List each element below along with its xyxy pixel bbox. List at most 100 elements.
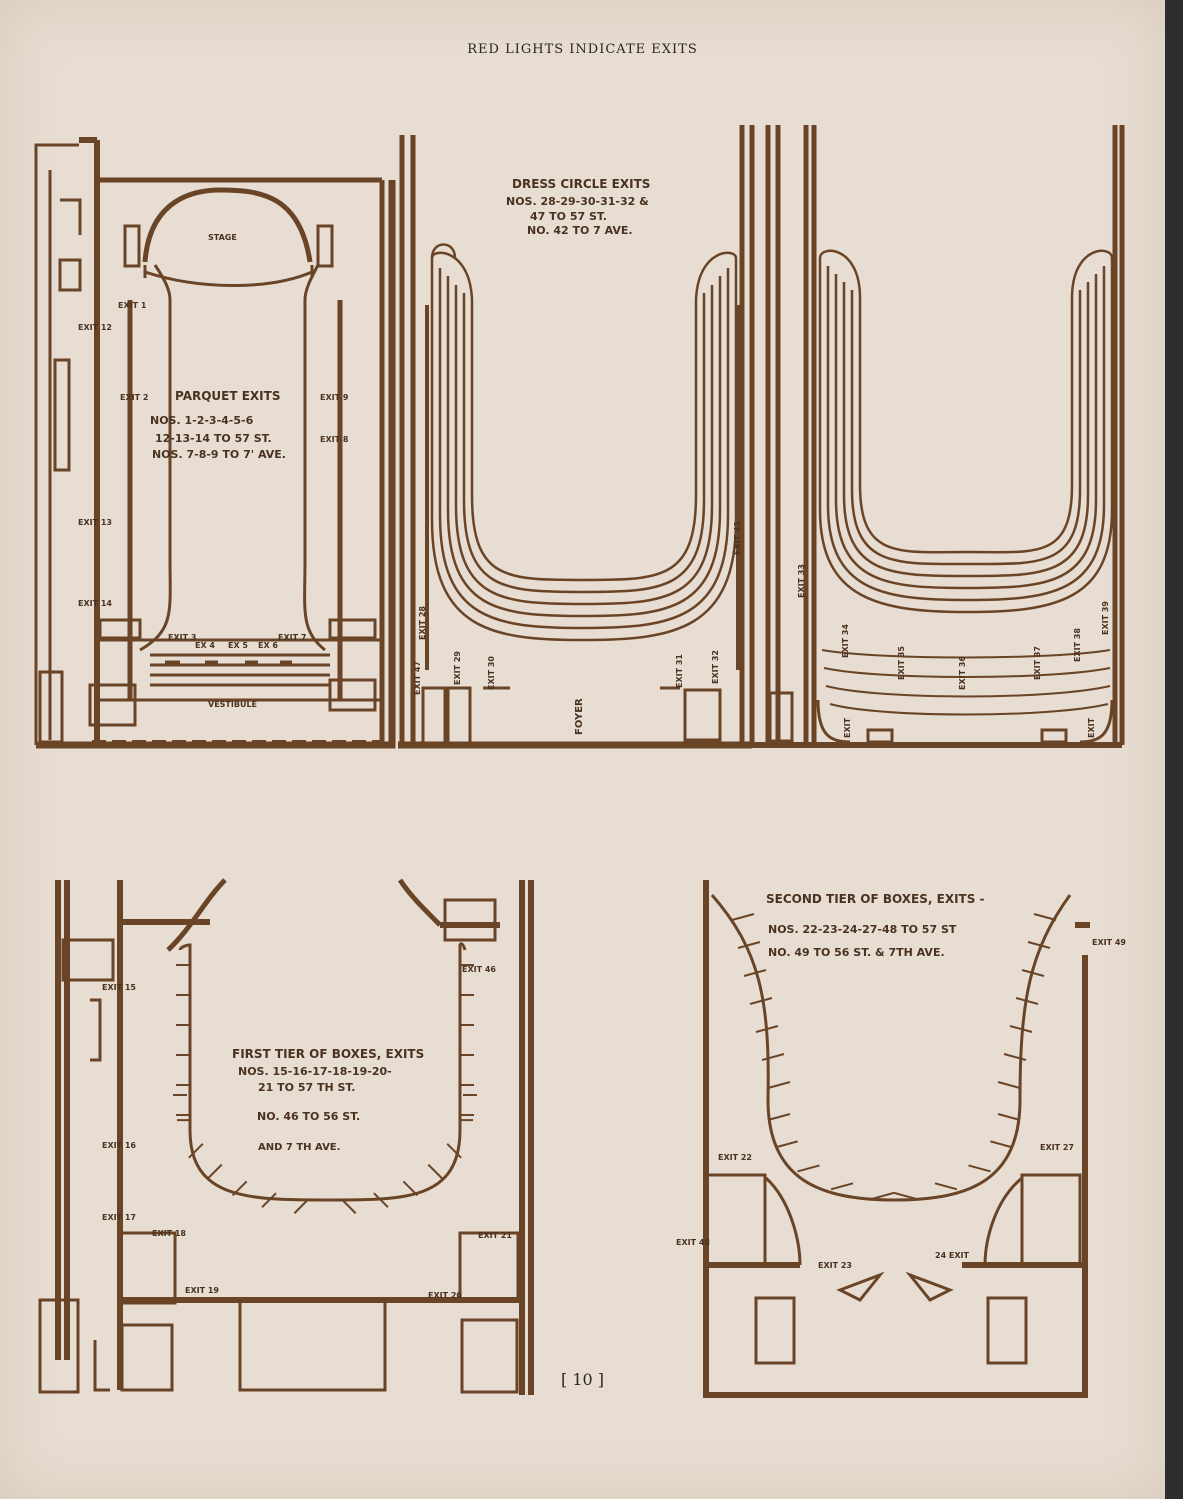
exit-31-label: EXIT 31	[675, 654, 684, 688]
box-partition	[767, 1081, 791, 1089]
page-header: RED LIGHTS INDICATE EXITS	[467, 42, 698, 57]
box-partition	[402, 1180, 419, 1197]
exit-34-label: EXIT 34	[841, 624, 850, 658]
exit-6-label: EX 6	[258, 641, 278, 650]
box-partition	[1027, 941, 1051, 949]
first-tier-line1: NOS. 15-16-17-18-19-20-	[238, 1065, 392, 1078]
first-tier-title: FIRST TIER OF BOXES, EXITS	[232, 1047, 424, 1061]
first-tier-plan: FIRST TIER OF BOXES, EXITS NOS. 15-16-17…	[38, 878, 534, 1395]
box-partition	[990, 1140, 1013, 1149]
parquet-title: PARQUET EXITS	[175, 389, 280, 403]
box-partition	[1015, 997, 1039, 1005]
exit-48-label: EXIT 48	[676, 1238, 710, 1247]
exit-30-label: EXIT 30	[487, 656, 496, 690]
box-partition	[737, 941, 761, 949]
exit-22-label: EXIT 22	[718, 1153, 752, 1162]
exit-2-label: EXIT 2	[120, 393, 148, 402]
exit-39-label: EXIT 39	[1101, 601, 1110, 635]
exit-18-label: EXIT 18	[152, 1229, 186, 1238]
box-partition	[446, 1143, 462, 1159]
first-tier-line4: AND 7 TH AVE.	[258, 1142, 340, 1153]
exit-49-label: EXIT 49	[1092, 938, 1126, 947]
exit-21-label: EXIT 21	[478, 1231, 512, 1240]
box-partition	[893, 1191, 917, 1200]
exit-38-label: EXIT 38	[1073, 628, 1082, 662]
box-partition	[997, 1081, 1021, 1089]
balcony-plan: EXIT 33 EXIT 34 EXIT 35 EXIT 36 EXIT 37 …	[752, 125, 1125, 748]
dress-circle-line1: NOS. 28-29-30-31-32 &	[506, 195, 649, 208]
exit-13-label: EXIT 13	[78, 518, 112, 527]
box-partition	[755, 1025, 779, 1033]
box-partition	[871, 1191, 895, 1200]
parquet-plan: STAGE VESTIBULE PARQUET EXITS NOS. 1-2-3…	[34, 137, 396, 749]
exit-20-label: EXIT 20	[428, 1291, 462, 1300]
box-partition	[1009, 1025, 1033, 1033]
second-tier-line1: NOS. 22-23-24-27-48 TO 57 ST	[768, 923, 957, 936]
box-partition	[797, 1164, 820, 1173]
scan-background-edge	[1165, 0, 1183, 1499]
exit-1-label: EXIT 1	[118, 301, 147, 310]
dress-circle-plan: DRESS CIRCLE EXITS NOS. 28-29-30-31-32 &…	[398, 125, 755, 749]
box-partition	[743, 969, 767, 977]
box-partition	[293, 1198, 310, 1214]
parquet-line3: NOS. 7-8-9 TO 7' AVE.	[152, 448, 286, 461]
exit-29-label: EXIT 29	[453, 651, 462, 685]
box-partition	[188, 1143, 204, 1159]
box-partition	[968, 1164, 991, 1173]
parquet-line2: 12-13-14 TO 57 ST.	[155, 432, 272, 445]
box-partition	[934, 1182, 958, 1191]
exit-right-label: EXIT	[1087, 717, 1096, 738]
exit-15-label: EXIT 15	[102, 983, 136, 992]
dress-circle-title: DRESS CIRCLE EXITS	[512, 177, 650, 191]
exit-9-label: EXIT 9	[320, 393, 349, 402]
exit-7-label: EXIT 7	[278, 633, 306, 642]
dress-circle-line3: NO. 42 TO 7 AVE.	[527, 224, 633, 237]
exit-47-label: EXIT 47	[413, 661, 422, 695]
exit-5-label: EX 5	[228, 641, 248, 650]
box-partition	[749, 997, 773, 1005]
exit-36-label: EXIT 36	[958, 656, 967, 690]
exit-16-label: EXIT 16	[102, 1141, 136, 1150]
page-number: [ 10 ]	[560, 1370, 604, 1389]
box-partition	[731, 913, 755, 921]
stage-label: STAGE	[208, 233, 237, 242]
exit-33-label: EXIT 33	[797, 564, 806, 598]
exit-37-label: EXIT 37	[1033, 646, 1042, 680]
box-partition	[340, 1198, 357, 1214]
first-tier-line2: 21 TO 57 TH ST.	[258, 1081, 355, 1094]
box-partition	[206, 1163, 223, 1180]
exit-12-label: EXIT 12	[78, 323, 112, 332]
box-partition	[775, 1140, 798, 1149]
exit-left-label: EXIT	[843, 717, 852, 738]
dress-circle-line2: 47 TO 57 ST.	[530, 210, 607, 223]
box-partitions	[173, 913, 1057, 1214]
exit-3-label: EXIT 3	[168, 633, 196, 642]
exit-19-label: EXIT 19	[185, 1286, 219, 1295]
box-partition	[231, 1180, 248, 1197]
exit-14-label: EXIT 14	[78, 599, 112, 608]
exit-35-label: EXIT 35	[897, 646, 906, 680]
box-partition	[767, 1113, 791, 1121]
exit-42-label: EXIT 42	[733, 521, 742, 555]
exit-27-label: EXIT 27	[1040, 1143, 1074, 1152]
parquet-line1: NOS. 1-2-3-4-5-6	[150, 414, 254, 427]
vestibule-label: VESTIBULE	[208, 700, 257, 709]
exit-28-label: EXIT 28	[418, 606, 427, 640]
exit-17-label: EXIT 17	[102, 1213, 136, 1222]
exit-46-label: EXIT 46	[462, 965, 496, 974]
box-partition	[997, 1113, 1021, 1121]
box-partition	[761, 1053, 785, 1061]
box-partition	[373, 1192, 389, 1208]
exit-23-label: EXIT 23	[818, 1261, 852, 1270]
box-partition	[1021, 969, 1045, 977]
second-tier-plan: SECOND TIER OF BOXES, EXITS - NOS. 22-23…	[676, 880, 1126, 1398]
box-partition	[261, 1192, 277, 1208]
exit-24-label: 24 EXIT	[935, 1251, 970, 1260]
second-tier-title: SECOND TIER OF BOXES, EXITS -	[766, 892, 985, 906]
box-partition	[1003, 1053, 1027, 1061]
box-partition	[427, 1163, 444, 1180]
second-tier-line2: NO. 49 TO 56 ST. & 7TH AVE.	[768, 946, 945, 959]
box-partition	[1033, 913, 1057, 921]
